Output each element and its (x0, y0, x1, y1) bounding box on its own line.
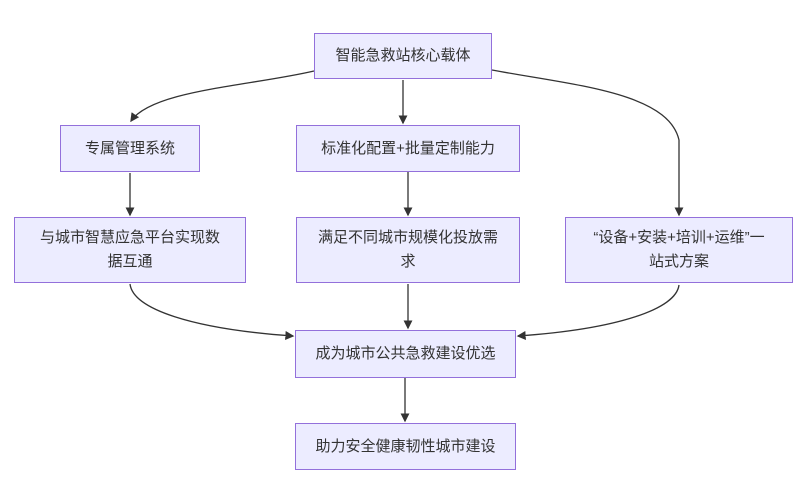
node-preferred-choice-label: 成为城市公共急救建设优选 (315, 345, 496, 362)
node-mgmt-system: 专属管理系统 (60, 125, 200, 172)
node-scale-deployment-label-line1: 满足不同城市规模化投放需 (317, 229, 498, 246)
edge-core-to-mgmt-system (130, 70, 315, 123)
edge-data-interop-to-preferred-choice (129, 283, 295, 340)
node-one-stop: “设备+安装+培训+运维”一 站式方案 (565, 217, 793, 283)
node-one-stop-label-line2: 站式方案 (648, 253, 709, 270)
node-one-stop-label-line1: “设备+安装+培训+运维”一 (593, 229, 765, 246)
node-scale-deployment-label-line2: 求 (400, 253, 416, 270)
node-scale-deployment: 满足不同城市规模化投放需 求 (296, 217, 520, 283)
node-data-interop: 与城市智慧应急平台实现数 据互通 (14, 217, 246, 283)
node-core: 智能急救站核心载体 (314, 33, 492, 79)
node-core-label: 智能急救站核心载体 (335, 47, 471, 64)
node-data-interop-label-line1: 与城市智慧应急平台实现数 (39, 229, 220, 246)
node-mgmt-system-label: 专属管理系统 (84, 139, 175, 157)
node-data-interop-label-line2: 据互通 (107, 253, 153, 270)
edge-one-stop-to-preferred-choice (516, 284, 680, 340)
node-resilient-city: 助力安全健康韧性城市建设 (295, 423, 516, 470)
node-resilient-city-label: 助力安全健康韧性城市建设 (315, 437, 496, 455)
node-standard-config: 标准化配置+批量定制能力 (296, 125, 520, 172)
node-standard-config-label: 标准化配置+批量定制能力 (321, 139, 495, 157)
edge-core-to-one-stop (491, 69, 684, 217)
node-preferred-choice: 成为城市公共急救建设优选 (295, 330, 516, 378)
